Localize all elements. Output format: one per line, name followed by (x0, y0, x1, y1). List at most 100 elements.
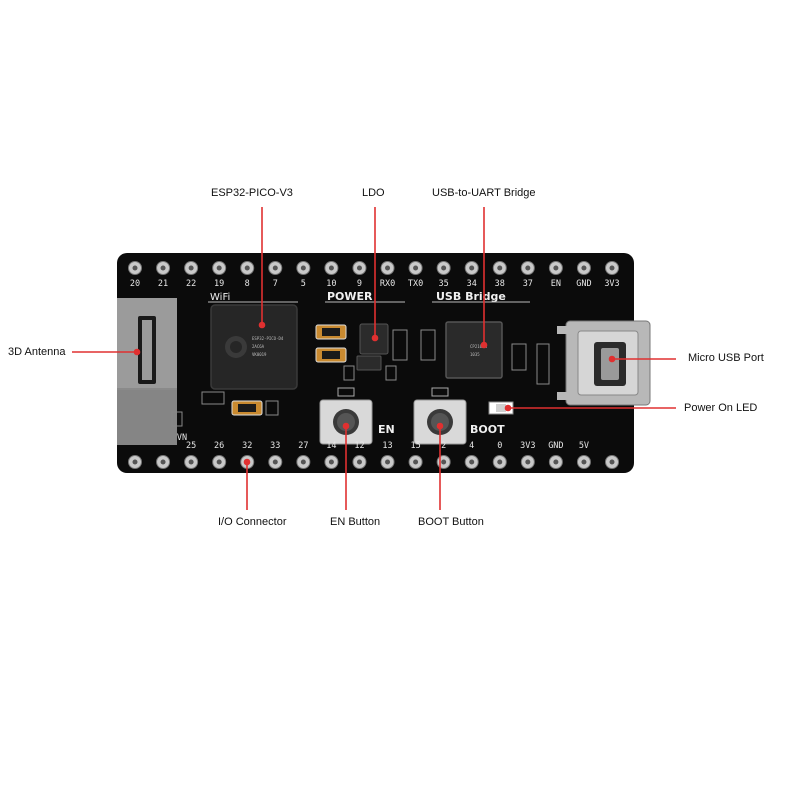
top-pin-label: TX0 (408, 279, 423, 289)
bottom-pin-hole (160, 459, 166, 465)
power-components (315, 323, 408, 381)
bottom-pin-hole (132, 459, 138, 465)
top-pin-label: 9 (357, 279, 362, 289)
bottom-pin-hole (328, 459, 334, 465)
callout-io-connector-label: I/O Connector (218, 516, 287, 528)
bottom-pin-hole (469, 459, 475, 465)
passive-components (171, 391, 279, 427)
top-pin-label: 22 (186, 279, 196, 289)
antenna-module (117, 298, 177, 445)
bottom-pin-label: 14 (326, 441, 336, 451)
bottom-pin-label: 32 (242, 441, 252, 451)
esp32-chip: ESP32-PICO-D4 2AC6A VK0019 (210, 304, 298, 390)
top-pin-label: 3V3 (604, 279, 619, 289)
callout-lines (72, 207, 676, 510)
svg-text:VK0019: VK0019 (252, 352, 267, 357)
bottom-pin-label: 12 (354, 441, 364, 451)
top-pin-label: 5 (301, 279, 306, 289)
silk-usb-bridge: USB Bridge (436, 290, 506, 303)
top-pin-label: 37 (523, 279, 533, 289)
bottom-pin-hole (609, 459, 615, 465)
callout-micro-usb-label: Micro USB Port (688, 352, 764, 364)
bottom-pin-hole (356, 459, 362, 465)
bottom-pin-label: 0 (497, 441, 502, 451)
silk-en: EN (378, 423, 395, 436)
callout-antenna-label: 3D Antenna (8, 346, 66, 358)
bottom-pin-label: GND (548, 441, 563, 451)
top-pin-hole (356, 265, 362, 271)
silk-power: POWER (327, 290, 373, 303)
svg-text:2AC6A: 2AC6A (252, 344, 265, 349)
silk-wifi: WiFi (210, 292, 230, 303)
callout-boot-button-label: BOOT Button (418, 516, 484, 528)
top-pin-label: 10 (326, 279, 336, 289)
top-pin-label: 8 (245, 279, 250, 289)
bottom-pin-hole (441, 459, 447, 465)
bottom-pin-hole (216, 459, 222, 465)
silk-boot: BOOT (470, 423, 505, 436)
esp32-chip-marking: ESP32-PICO-D4 (252, 336, 284, 341)
bottom-pin-label: 15 (410, 441, 420, 451)
bottom-pin-label: 25 (186, 441, 196, 451)
top-pin-label: RX0 (380, 279, 395, 289)
top-pin-hole (160, 265, 166, 271)
callout-power-led-label: Power On LED (684, 402, 758, 414)
bottom-pin-label: 4 (469, 441, 474, 451)
en-button (319, 387, 373, 445)
top-pin-label: 19 (214, 279, 224, 289)
top-pin-hole (244, 265, 250, 271)
boot-button (413, 387, 467, 445)
bottom-pin-hole (581, 459, 587, 465)
top-pin-hole (525, 265, 531, 271)
bottom-pin-hole (385, 459, 391, 465)
top-pin-label: 35 (439, 279, 449, 289)
top-pin-label: GND (576, 279, 591, 289)
top-pin-hole (132, 265, 138, 271)
top-pin-label: 20 (130, 279, 140, 289)
top-pin-header: 20 21 22 19 8 7 5 10 9 RX0 TX0 35 34 38 37 EN GND 3V3 (128, 261, 620, 289)
top-pin-hole (581, 265, 587, 271)
callout-en-button-label: EN Button (330, 516, 381, 528)
bottom-pin-hole (188, 459, 194, 465)
bridge-chip-marking: CP2102N (470, 344, 487, 349)
bottom-pin-label: VN (177, 433, 187, 443)
bottom-pin-label: 13 (382, 441, 392, 451)
top-pin-label: 38 (495, 279, 505, 289)
bottom-pin-hole (272, 459, 278, 465)
top-pin-hole (469, 265, 475, 271)
bottom-pin-label: 5V (579, 441, 589, 451)
bottom-pin-hole (553, 459, 559, 465)
top-pin-hole (497, 265, 503, 271)
top-pin-hole (272, 265, 278, 271)
bottom-pin-label: 27 (298, 441, 308, 451)
top-pin-label: EN (551, 279, 561, 289)
callout-ldo-label: LDO (362, 187, 385, 199)
bottom-pin-label: 26 (214, 441, 224, 451)
bottom-pin-label: 3V3 (520, 441, 535, 451)
bottom-pin-hole (300, 459, 306, 465)
usb-bridge-chip: CP2102N 1035 (420, 321, 550, 385)
top-pin-hole (609, 265, 615, 271)
svg-text:1035: 1035 (470, 352, 480, 357)
top-pin-label: 34 (467, 279, 477, 289)
micro-usb-port (557, 320, 651, 406)
callout-usb-uart-label: USB-to-UART Bridge (432, 187, 536, 199)
top-pin-hole (216, 265, 222, 271)
top-pin-hole (441, 265, 447, 271)
bottom-pin-label: 2 (441, 441, 446, 451)
top-pin-hole (553, 265, 559, 271)
top-pin-label: 7 (273, 279, 278, 289)
top-pin-hole (385, 265, 391, 271)
bottom-pin-hole (497, 459, 503, 465)
bottom-pin-hole (413, 459, 419, 465)
bottom-pin-label: 33 (270, 441, 280, 451)
callout-esp32-label: ESP32-PICO-V3 (211, 187, 293, 199)
bottom-pin-hole (525, 459, 531, 465)
top-pin-hole (188, 265, 194, 271)
top-pin-label: 21 (158, 279, 168, 289)
top-pin-hole (413, 265, 419, 271)
top-pin-hole (300, 265, 306, 271)
